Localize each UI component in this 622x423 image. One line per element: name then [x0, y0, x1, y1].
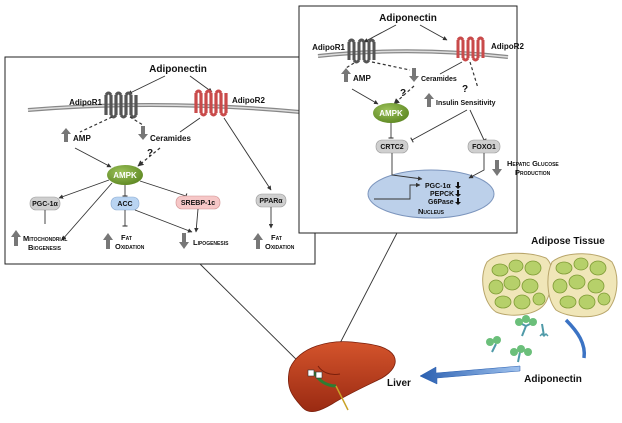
right-pgc1a-label: PGC-1α	[425, 183, 451, 190]
right-pgc1a-down-icon	[455, 182, 461, 189]
left-pgc1a-label: PGC-1α	[32, 201, 58, 208]
left-fatox-up-arrow-icon	[103, 233, 113, 249]
left-mito-label-1: Mitochondrial	[23, 234, 68, 243]
right-question-mark-1: ?	[400, 88, 406, 99]
left-fatox2-up-arrow-icon	[253, 233, 263, 249]
adiponectin-molecules-illustration	[486, 315, 587, 363]
left-acc-label: ACC	[117, 201, 132, 208]
left-ceramides-down-arrow-icon	[138, 126, 148, 140]
adipose-tissue-label: Adipose Tissue	[531, 236, 605, 247]
right-panel: Adiponectin AdipoR1 AdipoR2 AMP Ceramide…	[298, 5, 559, 234]
left-adiponectin-label: Adiponectin	[149, 64, 207, 75]
left-ampk-node	[107, 165, 143, 185]
left-adipor1-label: AdipoR1	[69, 98, 102, 107]
left-ceramides-label: Ceramides	[150, 134, 191, 143]
right-adipor2-receptor-icon	[456, 36, 485, 62]
right-adipor1-label: AdipoR1	[312, 43, 345, 52]
right-adipor2-label: AdipoR2	[491, 42, 524, 51]
left-adipor2-label: AdipoR2	[232, 96, 265, 105]
right-amp-up-arrow-icon	[341, 68, 351, 82]
right-ampk-label: AMPK	[379, 109, 403, 118]
right-hgp-down-arrow-icon	[492, 160, 502, 176]
right-g6pase-down-icon	[455, 198, 461, 205]
right-pepck-label: PEPCK	[430, 191, 454, 198]
right-ceramides-down-arrow-icon	[409, 68, 419, 82]
right-foxo1-label: FOXO1	[472, 144, 496, 151]
left-lipo-label: Lipogenesis	[193, 238, 229, 247]
right-hgp-label-2: Production	[515, 168, 551, 177]
left-fatox2-label-1: Fat	[271, 233, 282, 242]
left-fatox-label-2: Oxidation	[115, 242, 145, 251]
left-ppara-label: PPARα	[259, 198, 283, 205]
adipose-tissue-illustration	[482, 252, 618, 318]
right-adipor1-receptor-icon	[347, 38, 376, 64]
left-fatox-label-1: Fat	[121, 233, 132, 242]
liver-illustration	[288, 341, 396, 413]
right-ampk-node	[373, 103, 409, 123]
adiponectin-to-liver-arrow	[419, 365, 521, 385]
right-pepck-down-icon	[455, 190, 461, 197]
right-crtc2-label: CRTC2	[380, 144, 403, 151]
left-mito-label-2: Biogenesis	[28, 243, 62, 252]
adiponectin-bottom-label: Adiponectin	[524, 374, 582, 385]
right-hgp-label-1: Hepatic Glucose	[507, 159, 559, 168]
left-lipo-down-arrow-icon	[179, 233, 189, 249]
left-adipor1-receptor-icon	[104, 91, 138, 119]
right-insulin-up-arrow-icon	[424, 93, 434, 107]
right-ceramides-label: Ceramides	[421, 76, 457, 83]
left-mito-up-arrow-icon	[11, 230, 21, 246]
left-panel-frame	[4, 56, 316, 265]
right-adiponectin-label: Adiponectin	[379, 13, 437, 24]
left-panel: Adiponectin AdipoR1 AdipoR2 AMP Ceramide…	[4, 56, 316, 265]
right-insulin-label: Insulin Sensitivity	[436, 100, 496, 107]
left-adipor2-receptor-icon	[194, 89, 228, 117]
left-srebp1c-label: SREBP-1c	[181, 200, 215, 207]
left-fatox2-label-2: Oxidation	[265, 242, 295, 251]
left-amp-up-arrow-icon	[61, 128, 71, 142]
right-question-mark-2: ?	[462, 84, 468, 95]
nucleus	[367, 169, 495, 219]
right-amp-label: AMP	[353, 74, 371, 83]
left-amp-label: AMP	[73, 134, 91, 143]
left-ampk-label: AMPK	[113, 171, 137, 180]
right-g6pase-label: G6Pase	[428, 199, 454, 206]
liver-label: Liver	[387, 378, 411, 389]
nucleus-label: Nucleus	[418, 207, 445, 216]
left-question-mark: ?	[147, 148, 153, 159]
